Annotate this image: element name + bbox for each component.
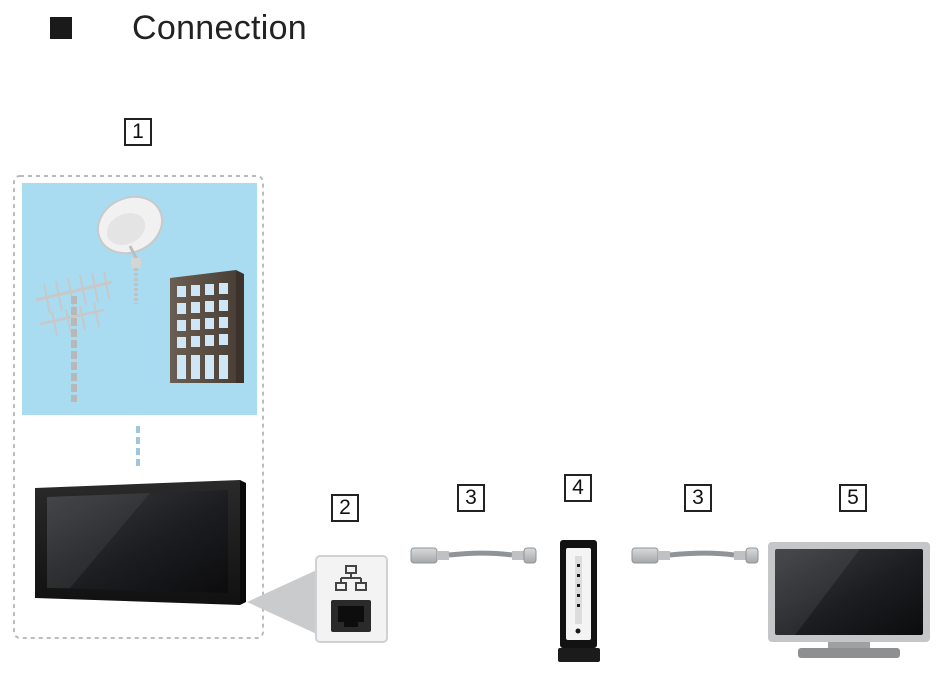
square-bullet-icon <box>50 17 72 39</box>
section-title: Connection <box>132 8 308 47</box>
badge-server-tv: 5 <box>839 484 867 512</box>
lan-cable-icon-right <box>631 547 759 564</box>
badge-router: 4 <box>564 474 592 502</box>
badge-broadcast: 1 <box>124 118 152 146</box>
flat-tv-icon <box>35 480 246 605</box>
aerial-antenna-icon <box>35 270 113 402</box>
apartment-building-icon <box>170 270 244 383</box>
section-heading: Connection <box>50 6 307 50</box>
badge-lan-port: 2 <box>331 494 359 522</box>
lan-cable-icon-left <box>410 547 537 564</box>
badge-cable-right: 3 <box>684 484 712 512</box>
server-tv-icon <box>768 542 930 658</box>
broadcast-group-frame <box>13 175 264 639</box>
zoom-callout <box>247 568 321 636</box>
router-icon <box>558 540 600 662</box>
ethernet-port-icon <box>315 555 388 643</box>
satellite-dish-icon <box>96 195 164 304</box>
badge-cable-left: 3 <box>457 484 485 512</box>
